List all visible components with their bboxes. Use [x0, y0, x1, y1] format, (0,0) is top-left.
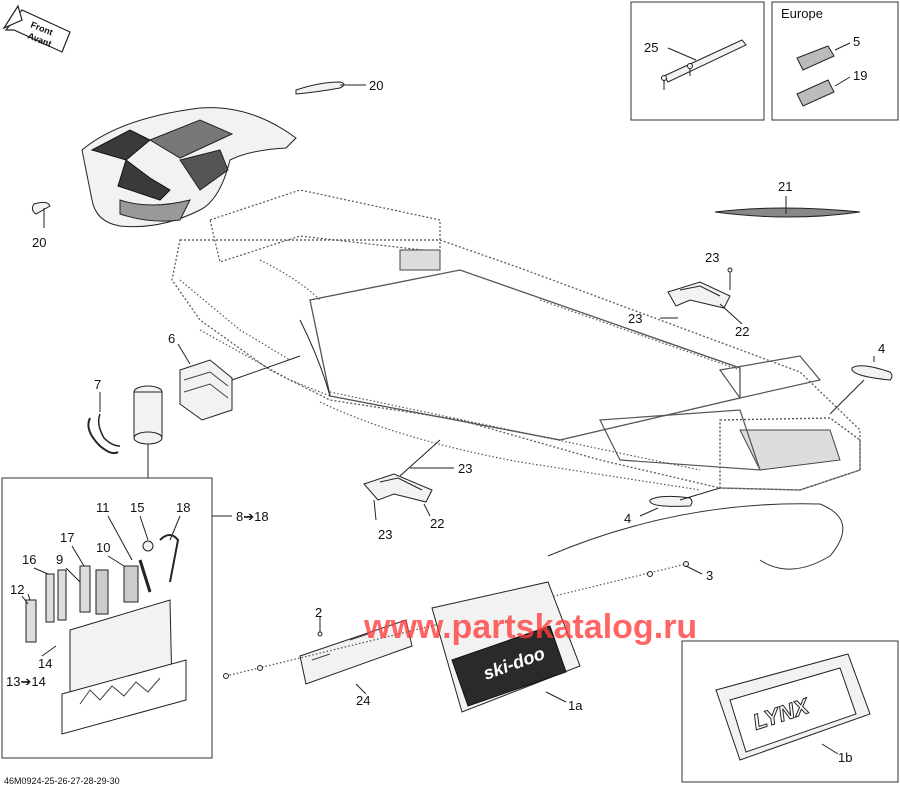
- callout-9: 9: [56, 552, 63, 567]
- chassis-frame: [171, 189, 861, 491]
- callout-7: 7: [94, 377, 101, 392]
- callout-23-upper-a: 23: [705, 250, 719, 265]
- callout-19: 19: [853, 68, 867, 83]
- callout-4-left: 4: [624, 511, 631, 526]
- front-direction-arrow: Front Avant: [2, 4, 71, 53]
- callout-20-top: 20: [369, 78, 383, 93]
- callout-15: 15: [130, 500, 144, 515]
- plate-24: 2 24: [299, 605, 413, 708]
- footrest-bracket-22-upper: 23 23 22: [628, 250, 749, 339]
- mud-flap-1a: ski-doo 1a: [431, 581, 583, 713]
- callout-23-lower-a: 23: [458, 461, 472, 476]
- callout-6: 6: [168, 331, 175, 346]
- callout-12: 12: [10, 582, 24, 597]
- callout-1b: 1b: [838, 750, 852, 765]
- inset-lynx-flap-1b: LYNX 1b: [681, 640, 899, 783]
- front-nose-pan: [81, 107, 297, 228]
- callout-2: 2: [315, 605, 322, 620]
- callout-8-18: 8➔18: [236, 509, 269, 524]
- callout-21: 21: [778, 179, 792, 194]
- tool-kit-inset: 8➔18 11 15 18 17 10 16 9 12 14 13➔14: [1, 477, 269, 759]
- callout-23-upper-b: 23: [628, 311, 642, 326]
- diagram-id: 46M0924-25-26-27-28-29-30: [4, 776, 120, 786]
- callout-13-14: 13➔14: [6, 674, 46, 689]
- callout-5: 5: [853, 34, 860, 49]
- callout-22-lower: 22: [430, 516, 444, 531]
- footrest-bracket-22-lower: 23 23 22: [363, 439, 472, 542]
- callout-24: 24: [356, 693, 370, 708]
- callout-10: 10: [96, 540, 110, 555]
- callout-11: 11: [96, 500, 110, 515]
- callout-23-lower-b: 23: [378, 527, 392, 542]
- europe-label: Europe: [781, 6, 823, 21]
- callout-1a: 1a: [568, 698, 583, 713]
- watermark: www.partskatalog.ru: [363, 608, 697, 646]
- electrical-module-6: 6: [168, 331, 301, 421]
- callout-4-right: 4: [878, 341, 885, 356]
- callout-22-upper: 22: [735, 324, 749, 339]
- strap-7: 7: [87, 377, 121, 455]
- rear-grips-4: 4 4: [624, 341, 893, 526]
- decal-21: 21: [714, 179, 861, 218]
- inset-bracket-25: 25: [630, 1, 765, 121]
- fastener-line-3: 3: [223, 503, 844, 679]
- callout-14: 14: [38, 656, 52, 671]
- bumper-pads-20: 20 20: [31, 78, 383, 250]
- callout-16: 16: [22, 552, 36, 567]
- callout-25: 25: [644, 40, 658, 55]
- inset-europe-decals: Europe 5 19: [771, 1, 899, 121]
- callout-17: 17: [60, 530, 74, 545]
- callout-18: 18: [176, 500, 190, 515]
- callout-20-bottom: 20: [32, 235, 46, 250]
- callout-3: 3: [706, 568, 713, 583]
- tool-bag-cylinder: [133, 385, 163, 478]
